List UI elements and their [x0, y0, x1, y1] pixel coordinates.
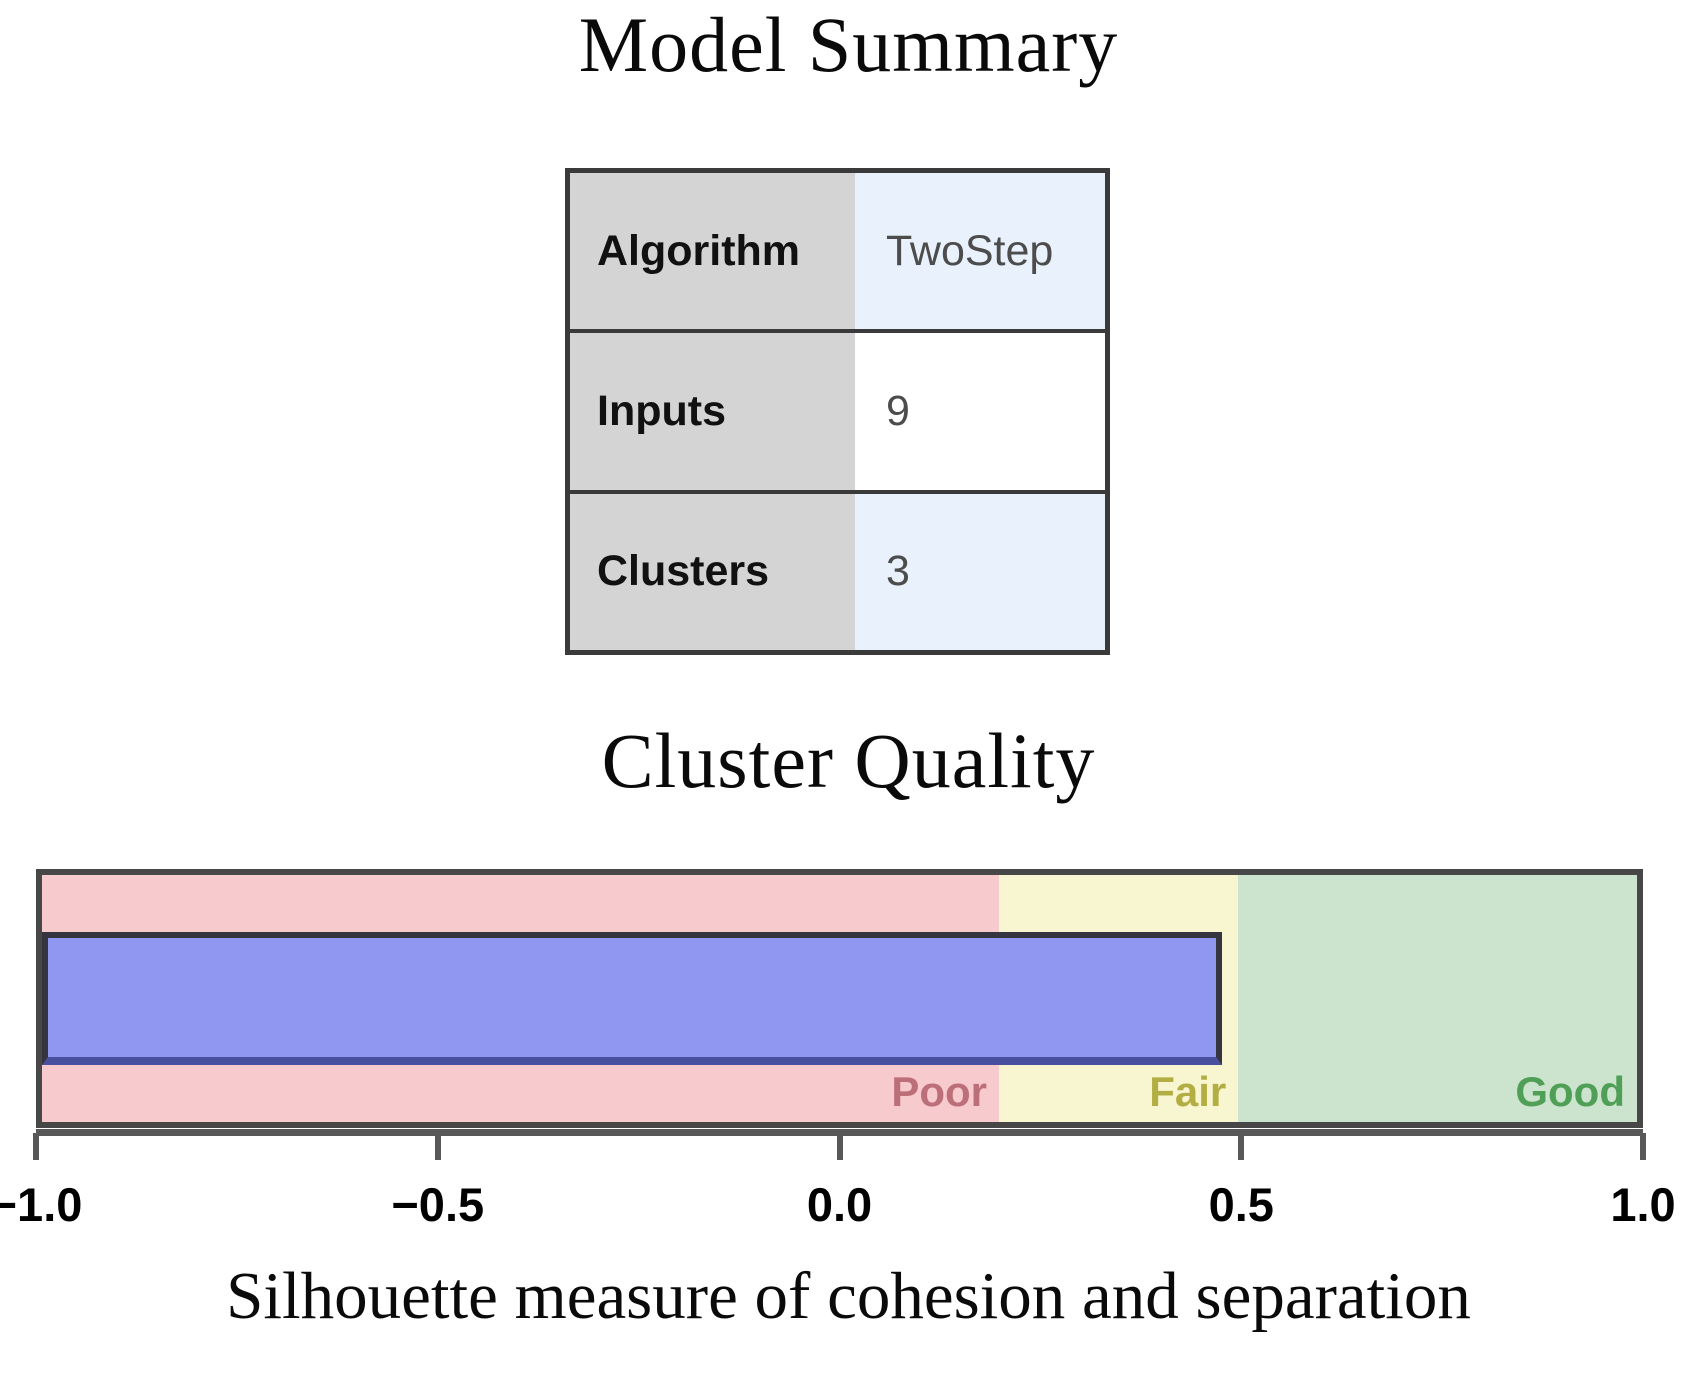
table-row: Inputs 9 [570, 329, 1105, 490]
x-axis-title: Silhouette measure of cohesion and separ… [226, 1259, 1471, 1333]
x-axis-tick [33, 1133, 39, 1160]
x-axis-tick-label: 0.5 [1208, 1178, 1274, 1231]
x-axis-tick-label: 0.0 [806, 1178, 873, 1231]
x-axis-tick-label: −0.5 [391, 1178, 485, 1231]
model-summary-table: Algorithm TwoStep Inputs 9 Clusters 3 [565, 168, 1110, 655]
row-value: 9 [855, 333, 1105, 490]
zone-label: Fair [1149, 1068, 1227, 1115]
cluster-quality-title: Cluster Quality [601, 717, 1096, 804]
x-axis-tick [1238, 1133, 1245, 1160]
silhouette-bar [42, 932, 1223, 1065]
row-label: Inputs [570, 333, 855, 490]
table-row: Clusters 3 [570, 489, 1105, 650]
x-axis-tick [836, 1133, 843, 1160]
zone-label: Good [1515, 1068, 1625, 1115]
zone-label: Poor [891, 1068, 987, 1115]
cluster-quality-gauge: Poor Fair Good [36, 869, 1643, 1128]
row-value: 3 [855, 493, 1105, 650]
row-value: TwoStep [855, 173, 1105, 330]
model-summary-title: Model Summary [578, 1, 1119, 88]
x-axis-tick [1640, 1133, 1646, 1160]
x-axis-tick-label: 1.0 [1610, 1178, 1676, 1231]
x-axis-line [36, 1129, 1643, 1136]
zone-good: Good [1238, 875, 1637, 1122]
x-axis-tick-label: −1.0 [0, 1178, 83, 1231]
row-label: Clusters [570, 493, 855, 650]
table-row: Algorithm TwoStep [570, 173, 1105, 330]
row-label: Algorithm [570, 173, 855, 330]
x-axis-tick [434, 1133, 441, 1160]
